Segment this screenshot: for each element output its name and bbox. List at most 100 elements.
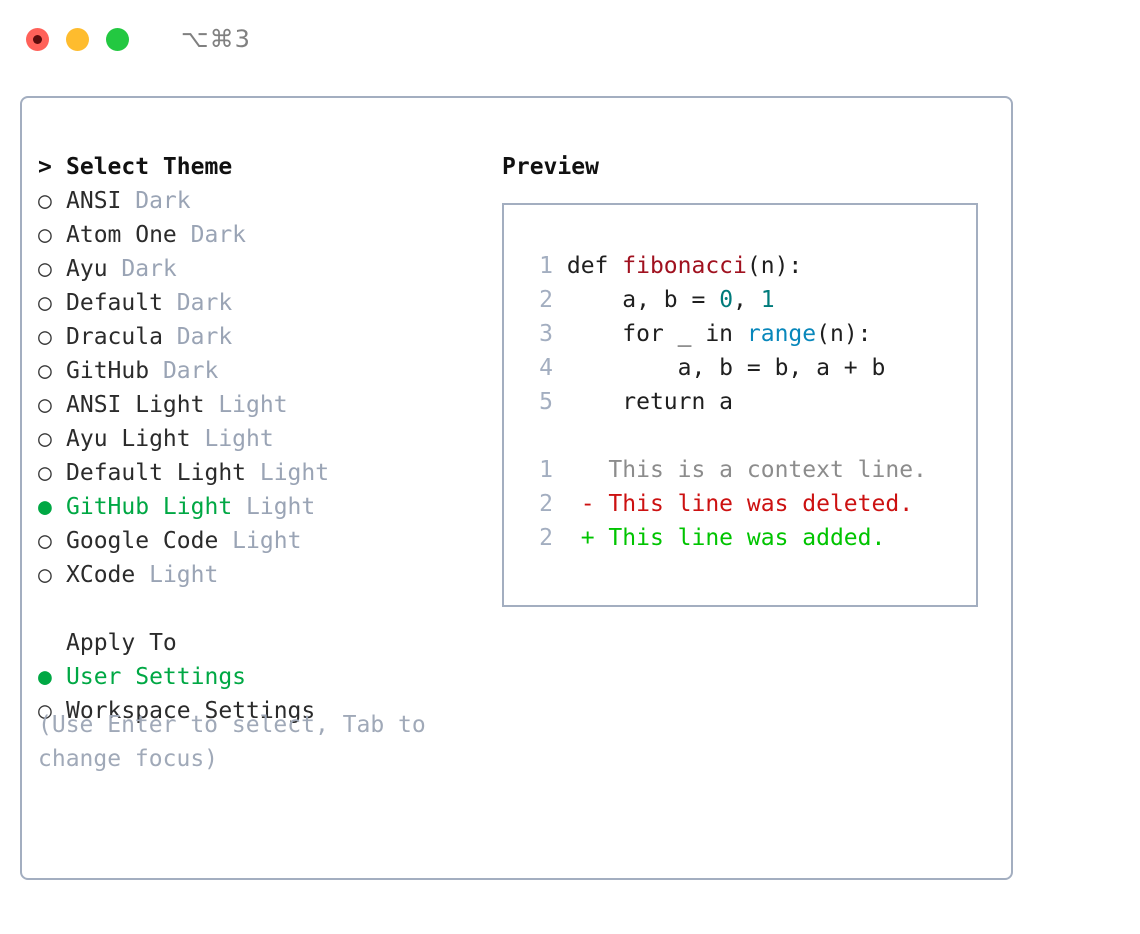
code-token: (n):	[746, 253, 803, 279]
code-token: ,	[733, 287, 761, 313]
keyboard-shortcut-label: ⌥⌘3	[181, 25, 251, 53]
theme-option-label: Default	[66, 290, 163, 316]
code-line: 5 return a	[523, 385, 968, 419]
code-line-number: 2	[539, 287, 553, 313]
code-token: a, b = b, a + b	[566, 355, 886, 381]
theme-variant-badge: Light	[218, 528, 302, 554]
code-line: 2 a, b = 0, 1	[523, 283, 968, 317]
theme-variant-badge: Light	[204, 392, 288, 418]
close-button[interactable]	[26, 27, 49, 51]
radio-unselected-icon[interactable]: ○	[38, 562, 66, 588]
radio-unselected-icon[interactable]: ○	[38, 358, 66, 384]
theme-option-row[interactable]: ○ Google Code Light	[38, 524, 488, 558]
code-token: (n):	[816, 321, 872, 347]
radio-unselected-icon[interactable]: ○	[38, 392, 66, 418]
code-token: - This line was deleted.	[566, 491, 914, 517]
theme-option-row[interactable]: ○ Default Dark	[38, 286, 488, 320]
theme-option-row[interactable]: ○ Ayu Light Light	[38, 422, 488, 456]
theme-option-row[interactable]: ○ Atom One Dark	[38, 218, 488, 252]
title-bar: ⌥⌘3	[0, 0, 1140, 78]
code-line-number: 3	[539, 321, 553, 347]
theme-option-label: ANSI	[66, 188, 122, 214]
apply-to-header: Apply To	[38, 626, 488, 660]
radio-unselected-icon[interactable]: ○	[38, 256, 66, 282]
theme-option-label: ANSI Light	[66, 392, 205, 418]
code-line-text: for _ in range(n):	[553, 321, 872, 347]
code-line: 1 This is a context line.	[523, 453, 968, 487]
apply-to-header-indent	[38, 626, 66, 660]
theme-option-label: Atom One	[66, 222, 177, 248]
code-line-text: return a	[553, 389, 733, 415]
theme-variant-badge: Dark	[121, 188, 191, 214]
radio-unselected-icon[interactable]: ○	[38, 698, 66, 724]
theme-option-row[interactable]: ○ ANSI Dark	[38, 184, 488, 218]
theme-option-label: XCode	[66, 562, 136, 588]
apply-to-title: Apply To	[66, 630, 177, 656]
code-line-number: 1	[539, 253, 553, 279]
radio-selected-icon[interactable]: ●	[38, 664, 66, 690]
apply-to-option-label: User Settings	[66, 664, 247, 690]
apply-to-option-row[interactable]: ● User Settings	[38, 660, 488, 694]
window-controls	[26, 27, 129, 51]
radio-unselected-icon[interactable]: ○	[38, 222, 66, 248]
code-line-number: 2	[539, 525, 553, 551]
theme-option-label: GitHub Light	[66, 494, 233, 520]
theme-option-row[interactable]: ○ XCode Light	[38, 558, 488, 592]
theme-option-row[interactable]: ○ Ayu Dark	[38, 252, 488, 286]
theme-option-label: Default Light	[66, 460, 247, 486]
apply-to-option-row[interactable]: ○ Workspace Settings	[38, 694, 488, 728]
theme-option-row[interactable]: ○ Default Light Light	[38, 456, 488, 490]
code-token: for _ in	[566, 321, 747, 347]
section-spacer	[38, 592, 488, 626]
minimize-button[interactable]	[66, 27, 89, 51]
theme-variant-badge: Light	[246, 460, 330, 486]
code-token: 0	[719, 287, 734, 313]
theme-option-row[interactable]: ○ ANSI Light Light	[38, 388, 488, 422]
radio-selected-icon[interactable]: ●	[38, 494, 66, 520]
theme-variant-badge: Light	[190, 426, 274, 452]
code-line-number: 4	[539, 355, 553, 381]
code-line-number: 2	[539, 491, 553, 517]
focus-caret-icon: >	[38, 154, 66, 180]
main-panel: > Select Theme○ ANSI Dark○ Atom One Dark…	[20, 96, 1013, 880]
code-token: This is a context line.	[566, 457, 927, 483]
theme-variant-badge: Dark	[176, 222, 247, 248]
preview-title: Preview	[502, 154, 599, 180]
code-token: a, b =	[566, 287, 720, 313]
radio-unselected-icon[interactable]: ○	[38, 426, 66, 452]
radio-unselected-icon[interactable]: ○	[38, 324, 66, 350]
theme-list: > Select Theme○ ANSI Dark○ Atom One Dark…	[38, 150, 488, 592]
theme-option-label: Google Code	[66, 528, 219, 554]
theme-option-label: Ayu	[66, 256, 108, 282]
theme-option-row[interactable]: ○ GitHub Dark	[38, 354, 488, 388]
apply-to-option-label: Workspace Settings	[66, 698, 316, 724]
theme-section-header: > Select Theme	[38, 150, 488, 184]
radio-unselected-icon[interactable]: ○	[38, 528, 66, 554]
code-line: 3 for _ in range(n):	[523, 317, 968, 351]
theme-option-label: Ayu Light	[66, 426, 191, 452]
code-line-text: a, b = b, a + b	[553, 355, 886, 381]
theme-variant-badge: Dark	[107, 256, 177, 282]
theme-option-row[interactable]: ○ Dracula Dark	[38, 320, 488, 354]
code-token: fibonacci	[622, 253, 747, 279]
radio-unselected-icon[interactable]: ○	[38, 188, 66, 214]
code-line: 4 a, b = b, a + b	[523, 351, 968, 385]
code-line-text: - This line was deleted.	[553, 491, 913, 517]
code-line-text: + This line was added.	[553, 525, 886, 551]
theme-option-label: Dracula	[66, 324, 163, 350]
zoom-button[interactable]	[106, 27, 129, 51]
radio-unselected-icon[interactable]: ○	[38, 460, 66, 486]
code-line: 2 + This line was added.	[523, 521, 968, 555]
code-line: 2 - This line was deleted.	[523, 487, 968, 521]
code-line-number: 5	[539, 389, 553, 415]
keyboard-hint: (Use Enter to select, Tab to change focu…	[38, 712, 440, 772]
theme-variant-badge: Dark	[149, 358, 219, 384]
code-line-text: This is a context line.	[553, 457, 927, 483]
radio-unselected-icon[interactable]: ○	[38, 290, 66, 316]
code-line: 1 def fibonacci(n):	[523, 249, 968, 283]
code-line-text: a, b = 0, 1	[553, 287, 774, 313]
theme-option-row[interactable]: ● GitHub Light Light	[38, 490, 488, 524]
theme-variant-badge: Light	[135, 562, 219, 588]
theme-section-title: Select Theme	[66, 154, 233, 180]
